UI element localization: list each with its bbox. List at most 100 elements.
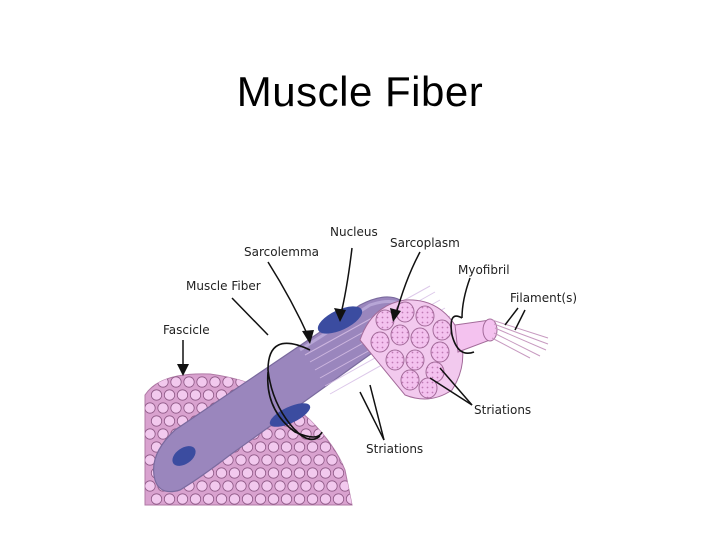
striations-upper-leader-2 [439,367,473,406]
fascicle-cell [170,402,182,414]
fascicle-cell [332,441,345,453]
myofibril-end [415,305,435,327]
leader-lines [182,247,526,441]
fascicle-cell [345,415,352,427]
myofibril-bundle [359,299,464,400]
fascicle-cell [319,467,332,479]
encircling-loops [266,315,475,441]
fascicle-cell [202,493,215,505]
fascicle-cell [163,415,176,427]
label-filaments: Filament(s) [510,291,577,305]
nucleus-3 [172,446,196,466]
fascicle-cell [150,493,163,505]
myofibril-leader [461,277,471,319]
fascicle-cell [326,428,338,440]
fascicle-cell [293,441,306,453]
fascicle-cell [209,480,221,492]
myofibril-end [410,327,430,349]
label-fascicle: Fascicle [163,323,210,337]
fascicle-cell [280,467,293,479]
fascicle-cell [176,389,189,401]
fascicle-cell [267,467,280,479]
myofibril-end [400,369,420,391]
fascicle-cell [267,441,280,453]
myofibril-loop [450,315,475,354]
label-myofibril: Myofibril [458,263,510,277]
fascicle-cell [196,376,208,388]
fascicle-cell [145,428,156,440]
fascicle-cell [345,389,352,401]
fascicle-cell [293,493,306,505]
fascicle-cell [228,467,241,479]
fascicle-cell [150,415,163,427]
fascicle-cell [326,402,338,414]
fascicle-cell [261,454,273,466]
fascicle-cell [313,402,325,414]
fascicle-cell [202,389,215,401]
fascicle-cell [287,454,299,466]
fascicle-cell [209,376,221,388]
filaments [454,318,549,359]
fascicle-cell [267,493,280,505]
label-striations-lower: Striations [366,442,423,456]
sarcolemma-leader [267,261,311,341]
fascicle-cell [332,467,345,479]
fascicle-cell [145,480,156,492]
fascicle-cell [157,402,169,414]
fascicle-cell [313,480,325,492]
fascicle-cell [176,493,189,505]
fascicle-cell [345,441,352,453]
myofibril-end [430,341,450,363]
fascicle-cell [319,493,332,505]
fascicle-cell [222,480,234,492]
fascicle-cell [241,467,254,479]
striations-upper-leader-1 [429,377,473,406]
fascicle-cell [306,467,319,479]
fascicle-cell [306,441,319,453]
fascicle-cell [215,493,228,505]
myofibril-end [390,324,410,346]
fascicle-cell [248,454,260,466]
fascicle-cell [196,480,208,492]
fascicle-cell [222,376,234,388]
label-striations-upper: Striations [474,403,531,417]
fascicle-cell [345,467,352,479]
myofibril-ends [370,301,452,399]
fascicle-cell [326,480,338,492]
fascicle-cell [274,428,286,440]
fascicle-cell [339,454,351,466]
label-muscle-fiber: Muscle Fiber [186,279,261,293]
sarcolemma-loop [267,342,321,441]
fascicle-cell [280,493,293,505]
label-nucleus: Nucleus [330,225,378,239]
muscle-fiber-leader [231,297,269,336]
fascicle-cell [145,402,156,414]
fascicle-cell [254,493,267,505]
filament-leader-2 [514,309,526,331]
arrow-heads [177,308,401,376]
fascicle-cell [170,376,182,388]
fascicle-cell [241,493,254,505]
fascicle-cell [163,389,176,401]
fascicle-cell [313,454,325,466]
fascicle-cell [319,441,332,453]
fascicle-cell [332,415,345,427]
fascicle-cell [183,376,195,388]
fascicle-cell [306,415,319,427]
fascicle-cell [345,493,352,505]
fascicle-cell [163,493,176,505]
fascicle-cell [157,428,169,440]
fascicle-cell [319,415,332,427]
fascicle-cell [150,389,163,401]
myofibril-end [418,377,438,399]
nucleus-2 [269,403,311,427]
slide-title: Muscle Fiber [236,68,484,115]
fiber-loop [266,371,323,438]
fascicle-cell [287,480,299,492]
fascicle-cell [254,467,267,479]
fascicle-cell [274,454,286,466]
myofibril-end [385,349,405,371]
fascicle-cell [254,441,267,453]
fascicle-cell [332,493,345,505]
